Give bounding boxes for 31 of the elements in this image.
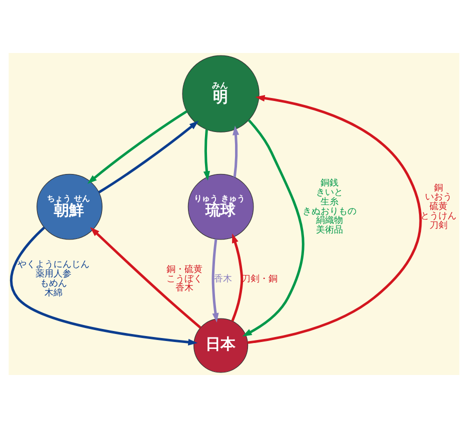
node-circle: りゅう きゅう 琉球 [188, 174, 254, 240]
edge-label: いおう [425, 192, 452, 203]
edge-label: 美術品 [316, 226, 343, 236]
edge-label: 香木 [175, 284, 194, 294]
edge-label: 木綿 [44, 288, 63, 298]
edge-label: こうぼく [166, 274, 202, 284]
edge-label: 生糸 [320, 197, 338, 208]
arrow [212, 238, 219, 323]
arrow [87, 110, 188, 184]
edge-label: 薬用人参 [36, 270, 72, 280]
edge-label: もめん [40, 278, 68, 289]
arrow [248, 94, 422, 344]
arrow [98, 120, 199, 194]
edge-label: きいと [316, 188, 343, 198]
arrow [231, 233, 244, 322]
edge-label: 銅 [434, 183, 444, 194]
edge-label: やくようにんじん [18, 260, 90, 270]
arrow [242, 119, 304, 336]
arrow [203, 129, 210, 181]
edge-label: きぬおりもの [302, 206, 356, 217]
edge-label: 刀剣 [430, 220, 448, 231]
edge-label: 銅・硫黄 [166, 264, 202, 275]
edge-label: 硫黄 [430, 202, 448, 212]
arrow [232, 126, 240, 178]
node-circle: 日本 [194, 318, 248, 373]
edge-label: とうけん [420, 212, 457, 222]
node-circle: みん 明 [182, 55, 260, 132]
arrow [10, 226, 198, 346]
edge-label: 絹織物 [316, 216, 343, 226]
edge-label: 銅銭 [320, 178, 338, 189]
arrow [90, 227, 202, 329]
